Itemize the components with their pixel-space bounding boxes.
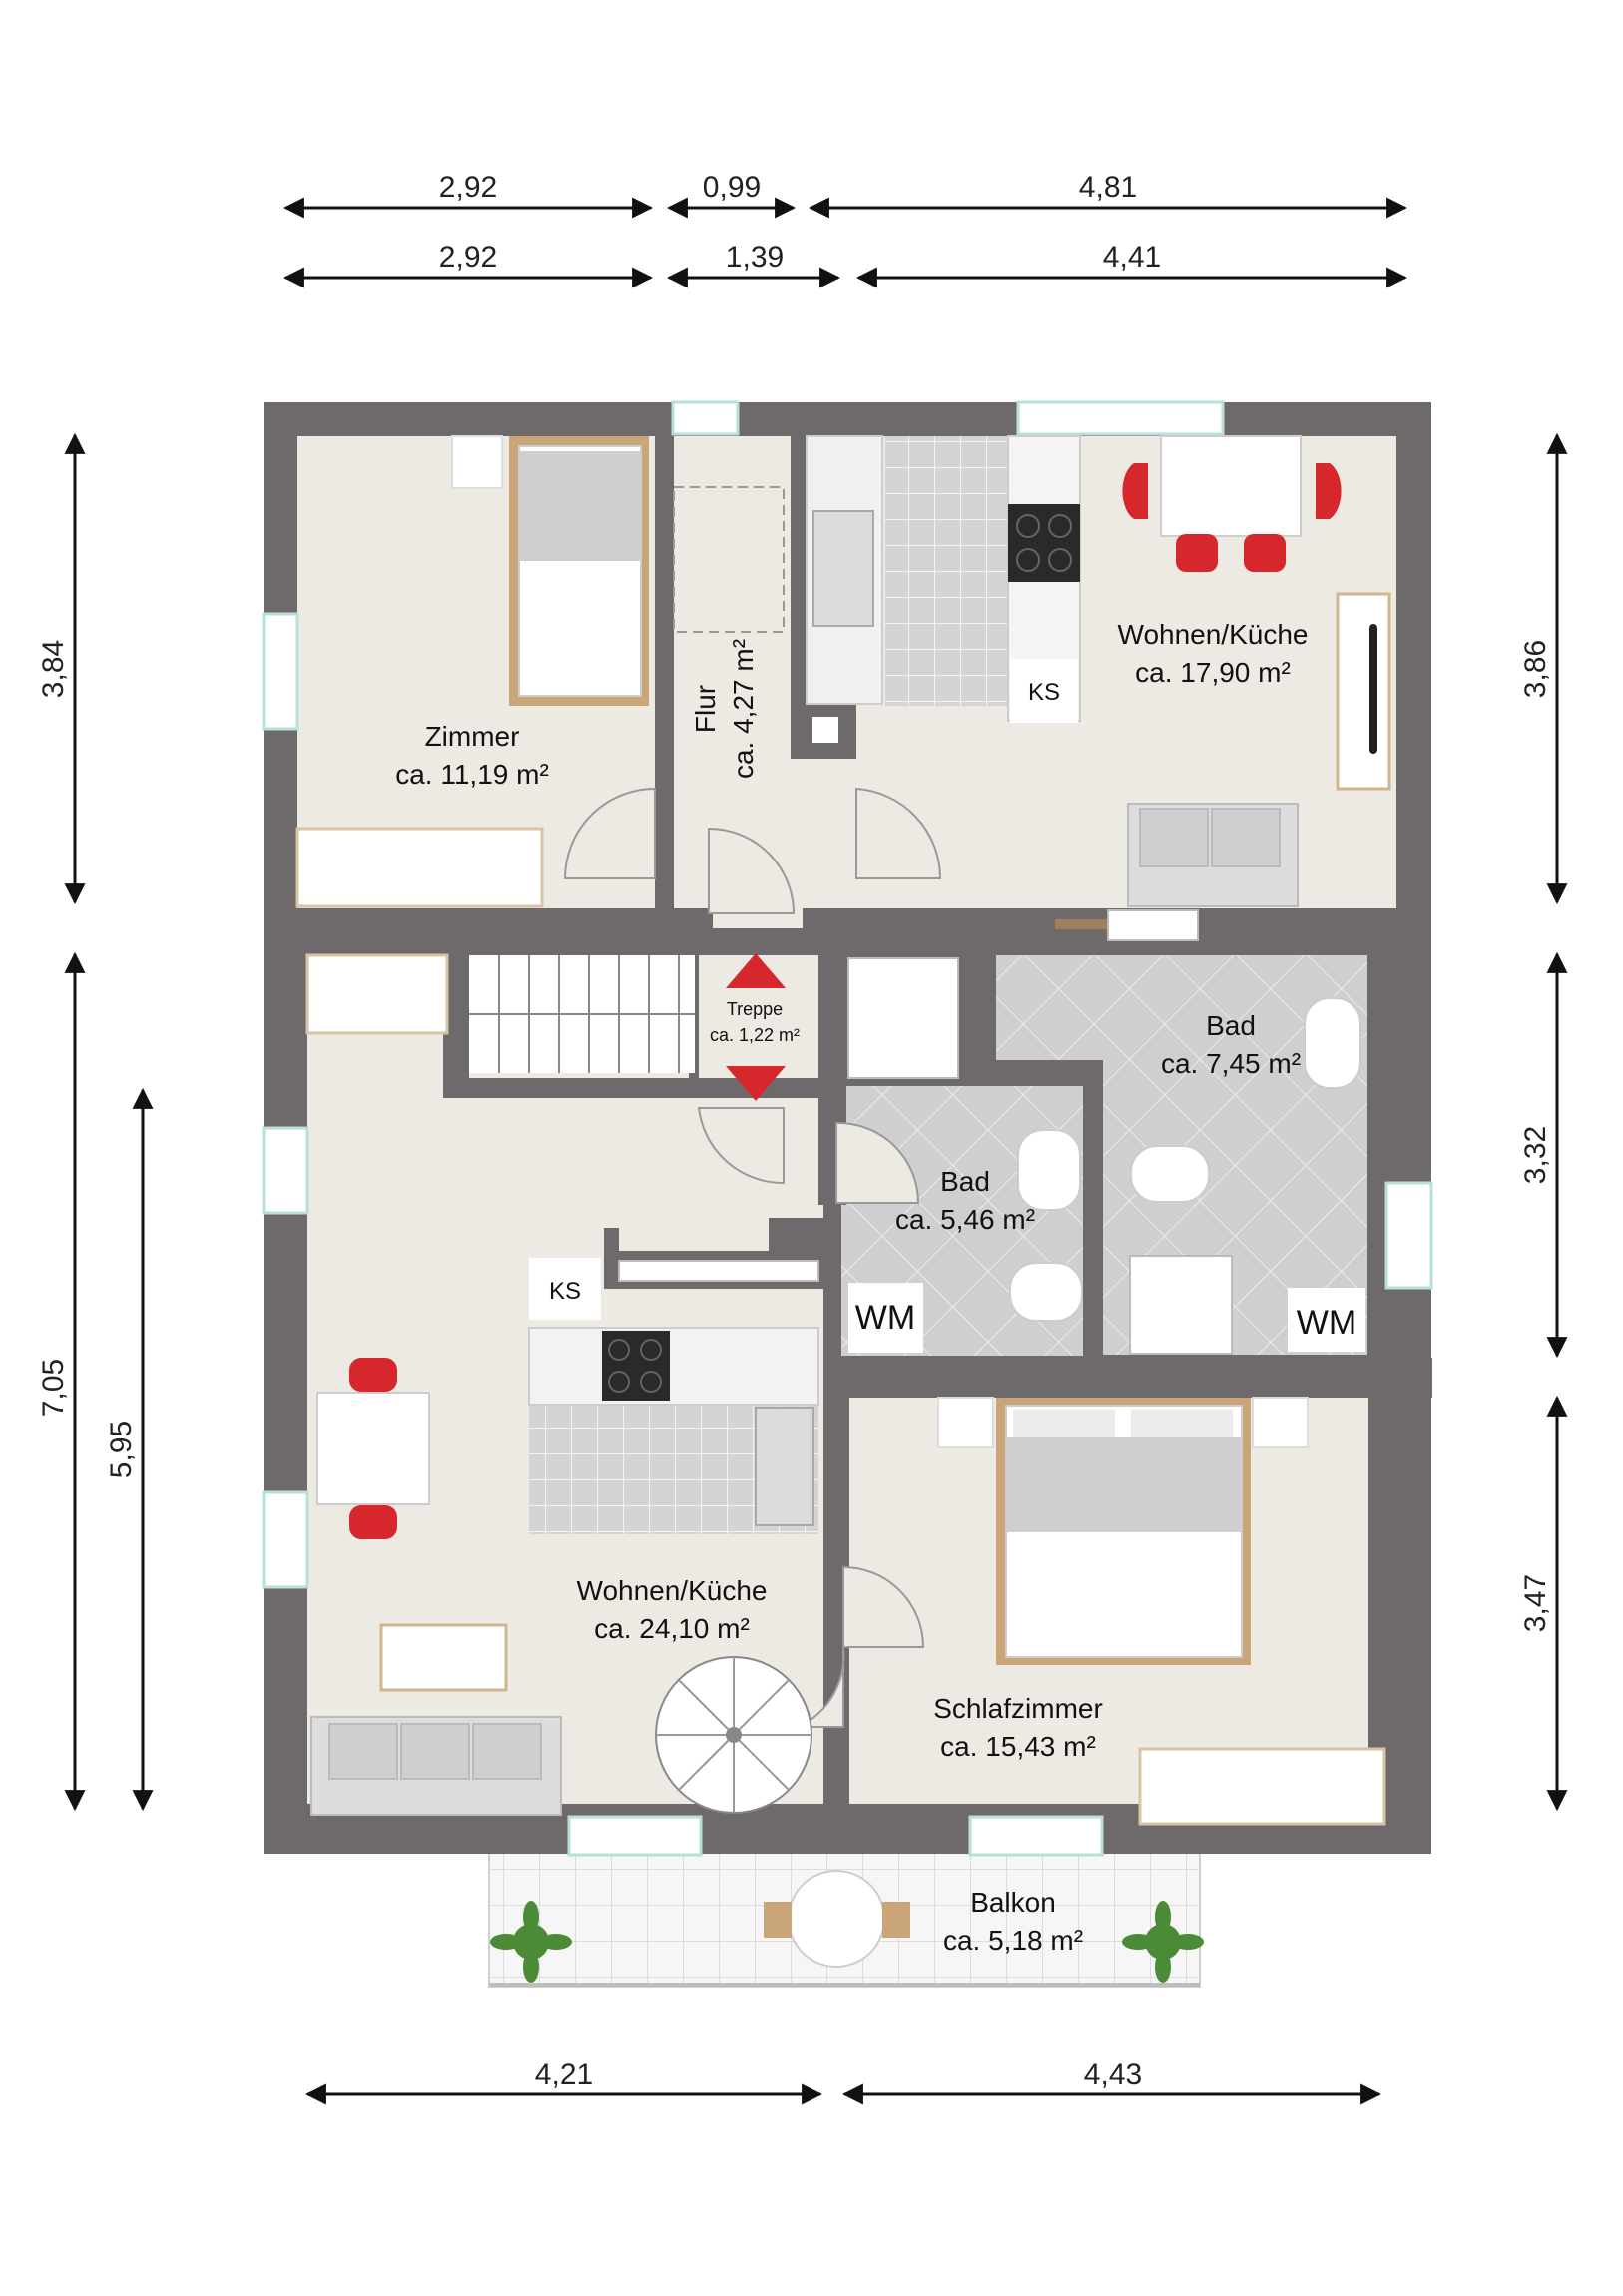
- sliding-door-frame: [1107, 909, 1199, 941]
- kitchen-bottom: KS: [528, 1258, 819, 1526]
- plant-icon: [490, 1901, 572, 1983]
- spiral-stairs: [655, 1656, 812, 1814]
- kitchen-top: KS: [806, 435, 1081, 747]
- dim-left-outer-a: 3,84: [37, 640, 70, 698]
- room-treppe-area: ca. 1,22 m²: [710, 1025, 800, 1045]
- windows: [262, 400, 1433, 1857]
- dim-top-2a: 2,92: [439, 241, 497, 274]
- room-bad-small-name: Bad: [940, 1166, 990, 1197]
- balcony-furniture: [490, 1870, 1204, 1983]
- ks-label-bottom: KS: [549, 1278, 581, 1305]
- room-wohnen-bottom-name: Wohnen/Küche: [577, 1575, 768, 1606]
- room-treppe-name: Treppe: [727, 999, 783, 1019]
- dim-right-a: 3,86: [1519, 640, 1552, 698]
- dim-left-inner-a: 5,95: [105, 1421, 138, 1478]
- dim-top-1b: 0,99: [703, 171, 761, 204]
- room-zimmer-area: ca. 11,19 m²: [395, 759, 549, 790]
- kitchen-top-tiles: [885, 436, 1010, 706]
- dim-top-2c: 4,41: [1103, 241, 1161, 274]
- dim-right-b: 3,32: [1519, 1126, 1552, 1184]
- sliding-door: [1055, 919, 1155, 929]
- dim-top-1c: 4,81: [1079, 171, 1137, 204]
- ks-label-top: KS: [1028, 679, 1060, 706]
- room-labels: Zimmer ca. 11,19 m² Flur ca. 4,27 m² Woh…: [395, 619, 1308, 1956]
- dim-top-1a: 2,92: [439, 171, 497, 204]
- room-balkon-area: ca. 5,18 m²: [943, 1925, 1083, 1956]
- dim-top-2b: 1,39: [726, 241, 784, 274]
- dim-bottom-a: 4,21: [535, 2058, 593, 2091]
- room-flur-area: ca. 4,27 m²: [728, 639, 759, 779]
- room-schlafzimmer-name: Schlafzimmer: [933, 1693, 1103, 1724]
- stairs: [305, 953, 786, 1101]
- dining-top: [1122, 435, 1391, 907]
- bad-small-fixtures: WM: [848, 1129, 1083, 1353]
- wm-label-small: WM: [855, 1299, 915, 1337]
- bad-large-fixtures: WM: [847, 957, 1365, 1355]
- plant-icon: [1122, 1901, 1204, 1983]
- dimension-labels: 2,92 0,99 4,81 2,92 1,39 4,41 4,21 4,43 …: [37, 171, 1552, 2091]
- dim-bottom-b: 4,43: [1084, 2058, 1142, 2091]
- room-wohnen-bottom-area: ca. 24,10 m²: [594, 1613, 750, 1644]
- zimmer-furniture: [295, 435, 785, 908]
- dimension-lines: [64, 197, 1568, 2105]
- room-wohnen-top-name: Wohnen/Küche: [1118, 619, 1309, 650]
- room-schlafzimmer-area: ca. 15,43 m²: [940, 1731, 1096, 1762]
- schlafzimmer-furniture: [937, 1397, 1386, 1826]
- dining-bottom: [310, 1358, 562, 1816]
- dim-left-outer-b: 7,05: [37, 1359, 70, 1417]
- dim-right-c: 3,47: [1519, 1574, 1552, 1632]
- room-bad-small-area: ca. 5,46 m²: [895, 1204, 1035, 1235]
- wm-label-large: WM: [1297, 1304, 1356, 1342]
- room-wohnen-top-area: ca. 17,90 m²: [1135, 657, 1291, 688]
- room-balkon-name: Balkon: [970, 1887, 1056, 1918]
- room-flur-name: Flur: [690, 685, 721, 733]
- room-bad-large-name: Bad: [1206, 1010, 1256, 1041]
- doors: [563, 787, 942, 1728]
- room-bad-large-area: ca. 7,45 m²: [1161, 1048, 1301, 1079]
- room-zimmer-name: Zimmer: [425, 721, 520, 752]
